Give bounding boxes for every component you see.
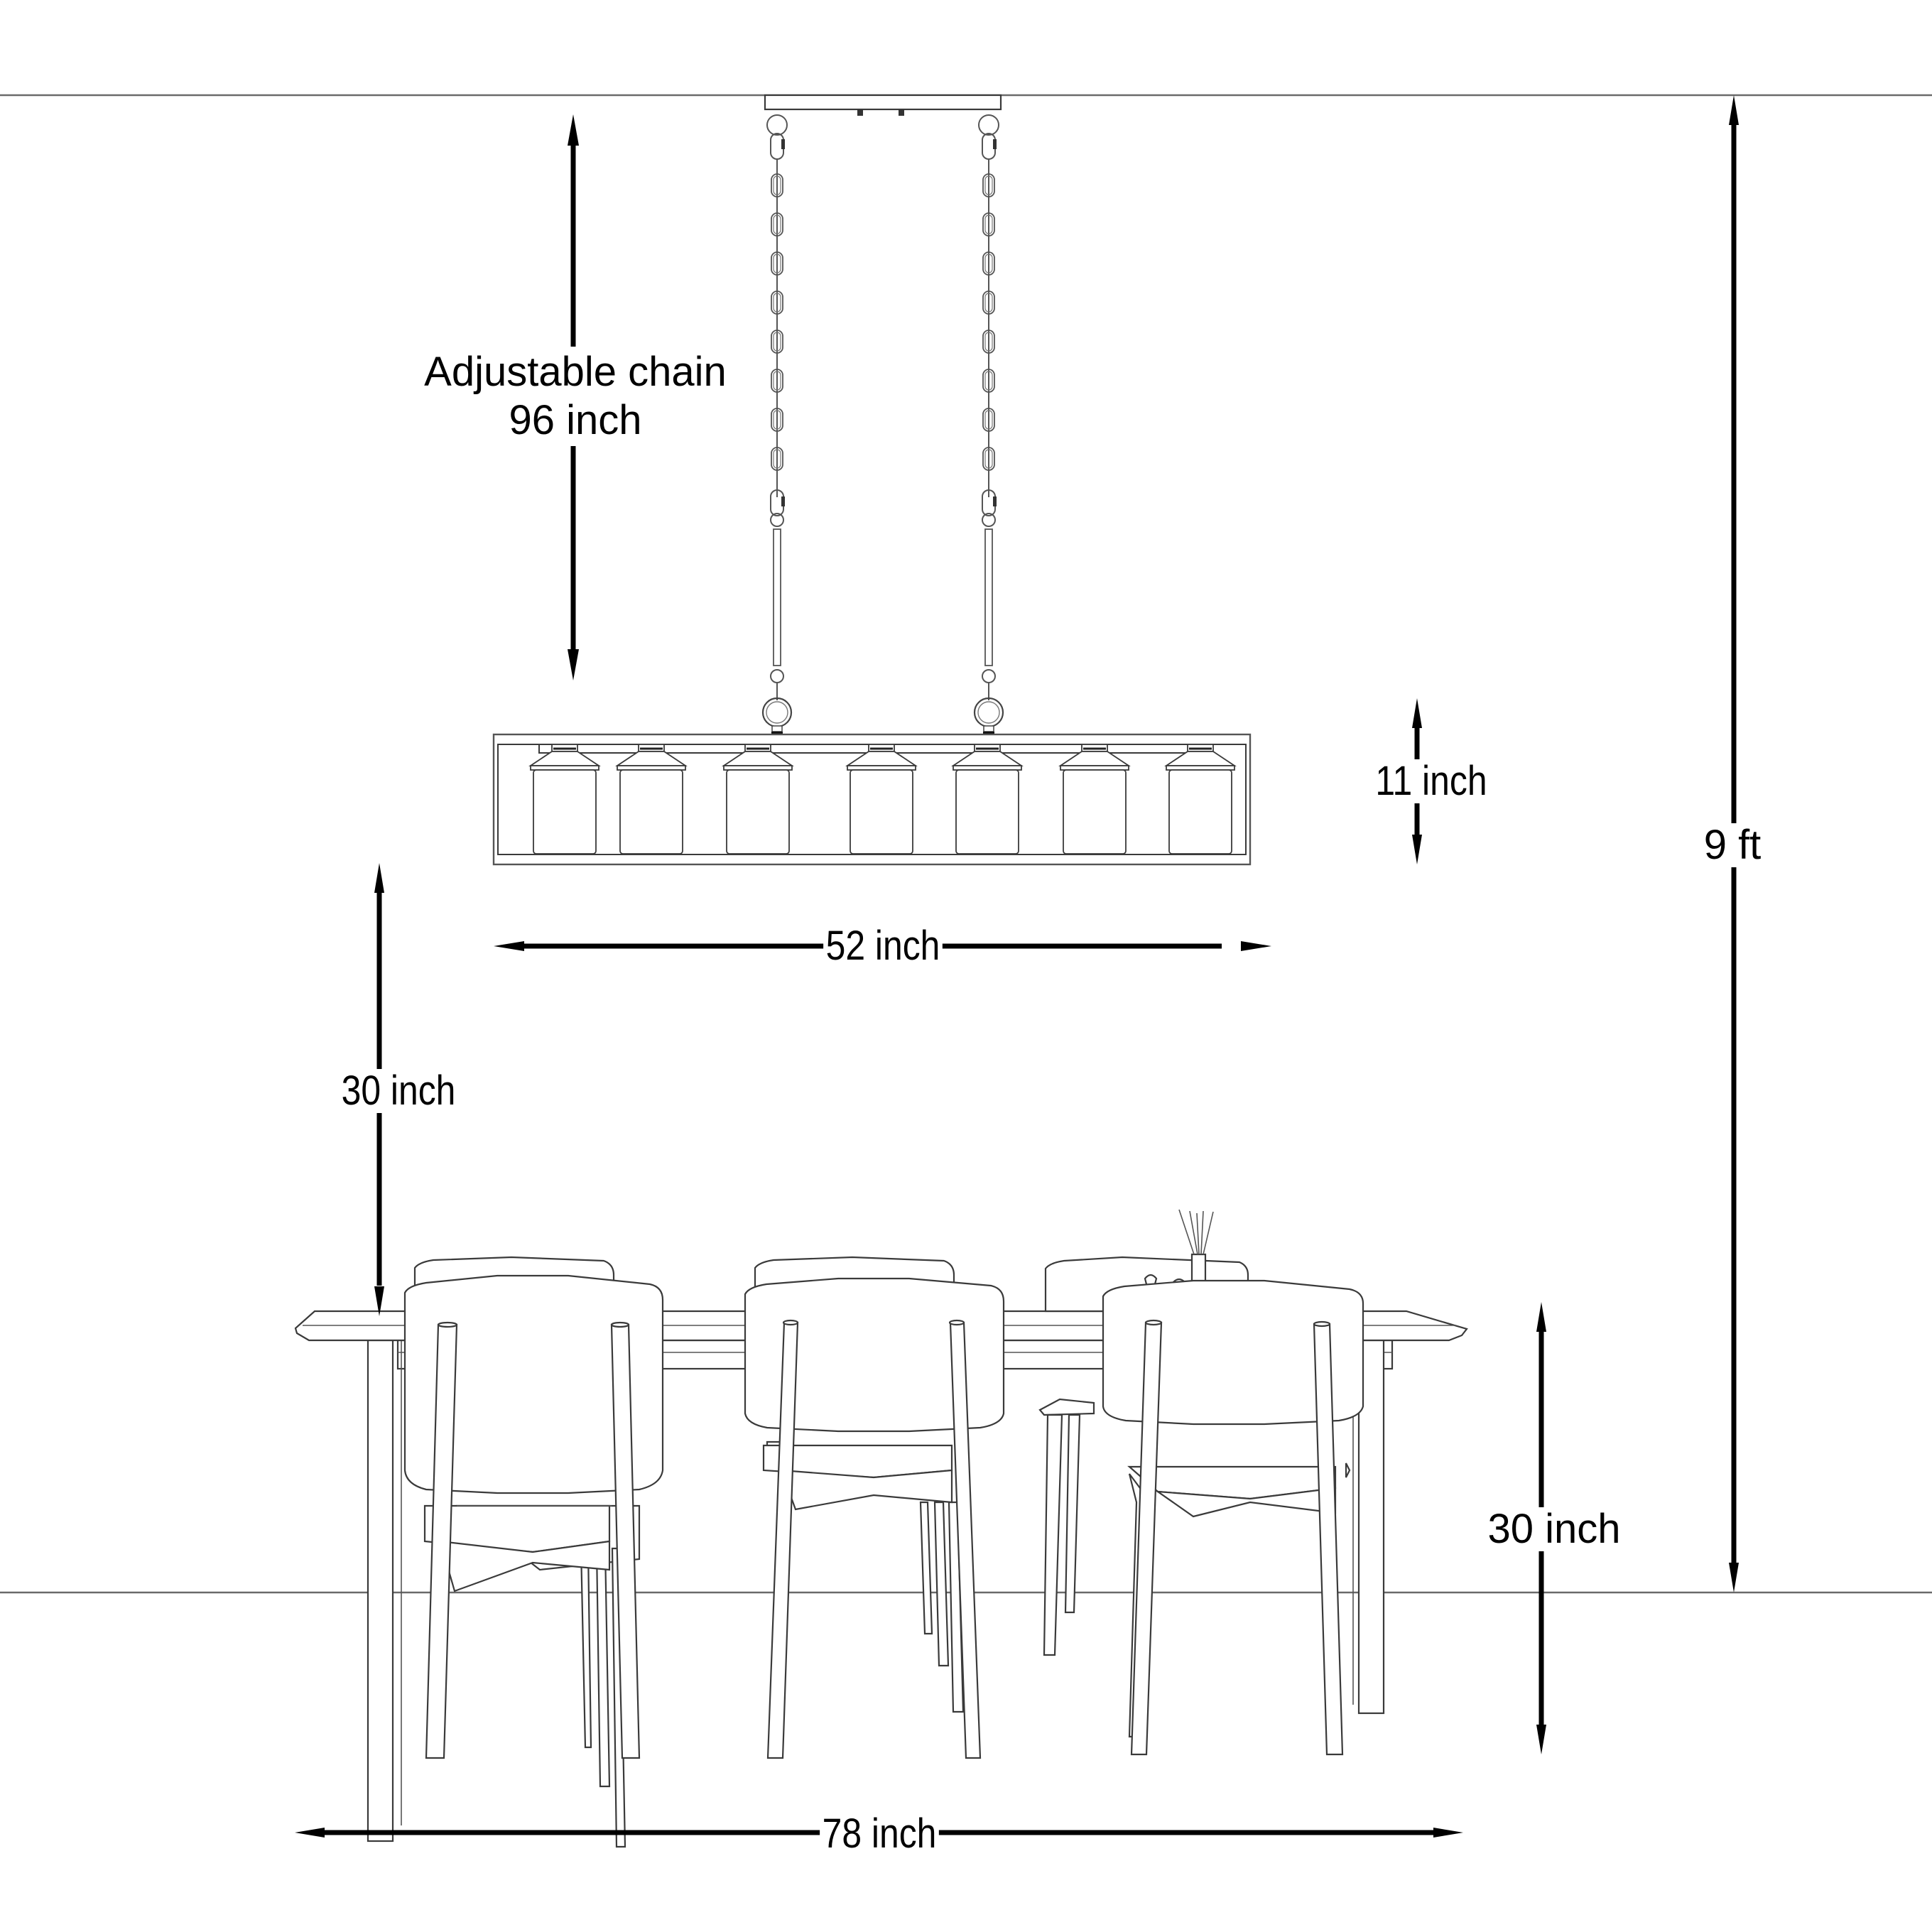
fixture-height-label: 11 inch [1372,759,1490,803]
front-chair-1 [403,1274,664,1848]
ceiling-canopy [764,94,1002,116]
front-chair-2 [744,1277,1005,1759]
ceiling-height-label: 9 ft [1700,823,1764,867]
chain-label-line2: 96 inch [509,397,642,443]
fixture-width-label: 52 inch [823,924,943,968]
table-length-label: 78 inch [820,1812,939,1856]
chain-length-label: Adjustable chain 96 inch [421,347,729,446]
clearance-label: 30 inch [339,1069,458,1113]
chain-label-line1: Adjustable chain [424,349,727,395]
right-chain [973,114,1004,734]
table-height-label: 30 inch [1485,1507,1624,1551]
left-chain [761,114,793,734]
front-chair-3 [1102,1279,1364,1756]
